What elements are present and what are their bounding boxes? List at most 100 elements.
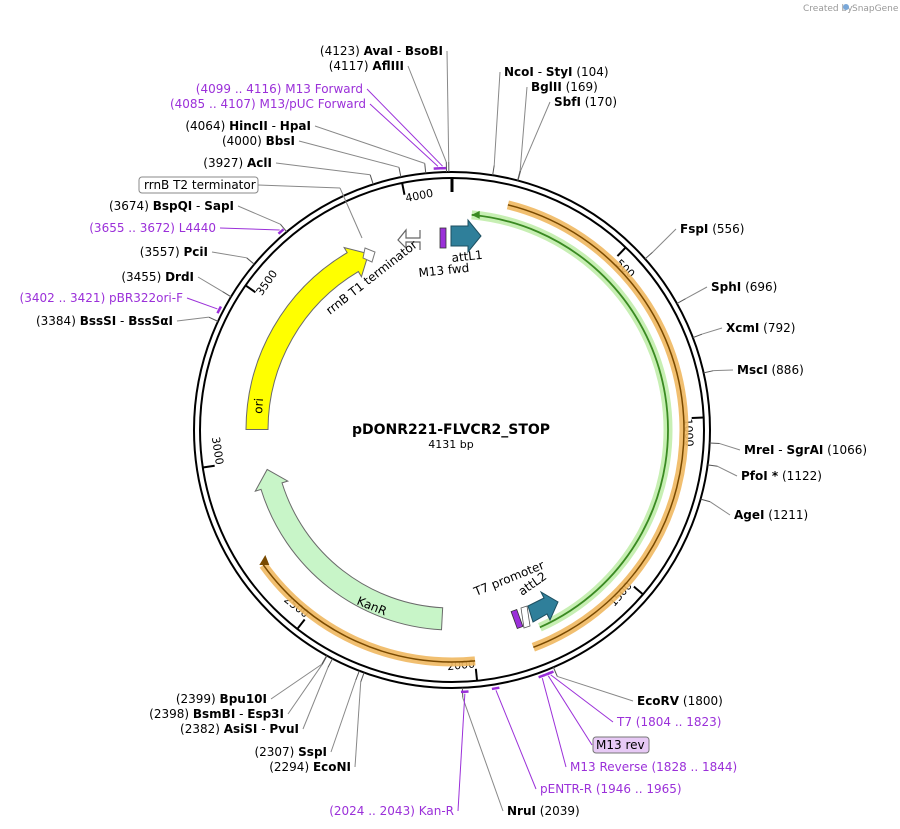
tick-2000 xyxy=(474,668,479,681)
enzyme-tick xyxy=(355,670,360,681)
enzyme-bspqi[interactable]: (3674) BspQI - SapI xyxy=(109,199,288,233)
enzyme-sbfi[interactable]: SbfI (170) xyxy=(517,95,617,181)
enzyme-bsmbi[interactable]: (2398) BsmBI - Esp3I xyxy=(149,655,328,721)
enzyme-avai[interactable]: (4123) AvaI - BsoBI xyxy=(320,44,450,173)
enzyme-leader xyxy=(302,667,329,730)
enzyme-pfoi[interactable]: PfoI * (1122) xyxy=(707,464,822,483)
rrnb-t2-label: rrnB T2 terminator xyxy=(144,178,256,192)
primer-kanr[interactable]: (2024 .. 2043) Kan-R xyxy=(329,690,469,818)
enzyme-label: AgeI (1211) xyxy=(734,508,808,522)
enzyme-ecorv[interactable]: EcoRV (1800) xyxy=(552,667,723,708)
enzyme-bsssi[interactable]: (3384) BssSI - BssSαI xyxy=(36,314,219,328)
enzyme-label: (2294) EcoNI xyxy=(269,760,351,774)
enzyme-label: SphI (696) xyxy=(711,280,777,294)
tick-3000 xyxy=(202,464,215,469)
enzyme-fspi[interactable]: FspI (556) xyxy=(644,222,745,260)
tick-label-4000: 4000 xyxy=(404,187,434,205)
orf-arrowhead xyxy=(471,210,480,219)
enzyme-label: (4117) AflIII xyxy=(329,59,404,73)
attl2-arrow xyxy=(527,590,559,623)
enzyme-label: (4000) BbsI xyxy=(222,134,295,148)
enzyme-leader xyxy=(557,675,634,702)
enzyme-tick xyxy=(321,655,328,665)
primer-m13pucforward[interactable]: (4085 .. 4107) M13/pUC Forward xyxy=(170,97,443,170)
primer-t7[interactable]: T7 (1804 .. 1823) xyxy=(546,670,721,729)
feature-arcs xyxy=(245,200,689,667)
enzyme-bbsi[interactable]: (4000) BbsI xyxy=(222,134,402,178)
enzyme-pcii[interactable]: (3557) PciI xyxy=(140,245,255,265)
enzyme-tick xyxy=(279,223,288,233)
enzyme-tick xyxy=(492,165,495,176)
enzyme-label: (3455) DrdI xyxy=(121,270,194,284)
primer-m13rev[interactable]: M13 rev xyxy=(543,671,650,754)
enzyme-afliii[interactable]: (4117) AflIII xyxy=(329,59,448,173)
tick-2500 xyxy=(296,618,306,630)
primer-mark xyxy=(538,673,546,679)
primer-label: M13 Reverse (1828 .. 1844) xyxy=(570,760,737,774)
primer-leader xyxy=(186,297,218,310)
enzyme-xcmi[interactable]: XcmI (792) xyxy=(692,321,796,339)
attl1-arrow xyxy=(450,218,482,254)
enzyme-hincii[interactable]: (4064) HincII - HpaI xyxy=(185,119,427,174)
enzyme-leader xyxy=(446,50,450,163)
enzyme-leader xyxy=(520,101,551,172)
enzyme-msci[interactable]: MscI (886) xyxy=(703,363,804,377)
primer-leader xyxy=(457,693,466,812)
enzyme-leader xyxy=(211,251,247,259)
restriction-sites: (4123) AvaI - BsoBI(4117) AflIII (4064) H… xyxy=(36,44,867,818)
enzyme-leader xyxy=(354,681,362,768)
enzyme-label: (2399) Bpu10I xyxy=(176,692,267,706)
primer-leader xyxy=(366,88,443,167)
ori-label: ori xyxy=(251,398,266,415)
insert-orange-line xyxy=(507,204,685,648)
snapgene-credit: Created by SnapGene xyxy=(803,4,899,14)
enzyme-leader xyxy=(652,228,677,253)
primer-m13reverse[interactable]: M13 Reverse (1828 .. 1844) xyxy=(538,673,738,774)
primer-label: M13 rev xyxy=(596,738,645,752)
rrnb-t2-leader xyxy=(257,184,341,189)
enzyme-asisi[interactable]: (2382) AsiSI - PvuI xyxy=(180,658,333,736)
enzyme-sspi[interactable]: (2307) SspI xyxy=(254,670,360,759)
enzyme-bpu10i[interactable]: (2399) Bpu10I xyxy=(176,655,328,706)
tick-1500 xyxy=(633,585,644,596)
enzyme-label: (3674) BspQI - SapI xyxy=(109,199,234,213)
primer-pbr322orif[interactable]: (3402 .. 3421) pBR322ori-F xyxy=(20,291,223,314)
tick-label-3000: 3000 xyxy=(209,436,226,466)
enzyme-tick xyxy=(327,658,333,668)
credit-brand: SnapGene xyxy=(852,4,899,14)
enzyme-label: EcoRV (1800) xyxy=(637,694,723,708)
m13-fwd-shape xyxy=(439,227,447,249)
enzyme-sphi[interactable]: SphI (696) xyxy=(676,280,777,304)
enzyme-tick xyxy=(517,170,522,181)
primer-sites: (4099 .. 4116) M13 Forward(4085 .. 4107)… xyxy=(20,82,738,818)
enzyme-ncoi[interactable]: NcoI - StyI (104) xyxy=(492,65,609,176)
primer-l4440[interactable]: (3655 .. 3672) L4440 xyxy=(89,221,285,235)
plasmid-size: 4131 bp xyxy=(428,438,473,451)
enzyme-leader xyxy=(197,276,223,293)
enzyme-acli[interactable]: (3927) AclI xyxy=(203,156,374,185)
enzyme-nrui[interactable]: NruI (2039) xyxy=(461,687,580,818)
enzyme-tick xyxy=(398,167,402,178)
m13-rev-box xyxy=(592,736,650,754)
enzyme-drdi[interactable]: (3455) DrdI xyxy=(121,270,232,298)
feature-labels: rrnB T2 terminator rrnB T1 terminator M1… xyxy=(138,176,549,618)
enzyme-econi[interactable]: (2294) EcoNI xyxy=(269,672,365,774)
enzyme-bglii[interactable]: BglII (169) xyxy=(517,80,598,181)
enzyme-label: NcoI - StyI (104) xyxy=(504,65,609,79)
enzyme-mrei[interactable]: MreI - SgrAI (1066) xyxy=(709,442,867,457)
enzyme-leader xyxy=(237,205,281,225)
enzyme-tick xyxy=(360,672,365,683)
enzyme-tick xyxy=(700,498,711,503)
enzyme-leader xyxy=(298,140,400,168)
enzyme-label: (3927) AclI xyxy=(203,156,272,170)
enzyme-agei[interactable]: AgeI (1211) xyxy=(700,498,809,522)
enzyme-leader xyxy=(314,125,425,164)
enzyme-label: (2307) SspI xyxy=(254,745,327,759)
primer-pentrr[interactable]: pENTR-R (1946 .. 1965) xyxy=(491,686,682,796)
enzyme-label: NruI (2039) xyxy=(507,804,580,818)
enzyme-label: XcmI (792) xyxy=(726,321,795,335)
enzyme-leader xyxy=(275,162,371,176)
enzyme-tick xyxy=(703,370,714,374)
enzyme-leader xyxy=(709,501,731,516)
